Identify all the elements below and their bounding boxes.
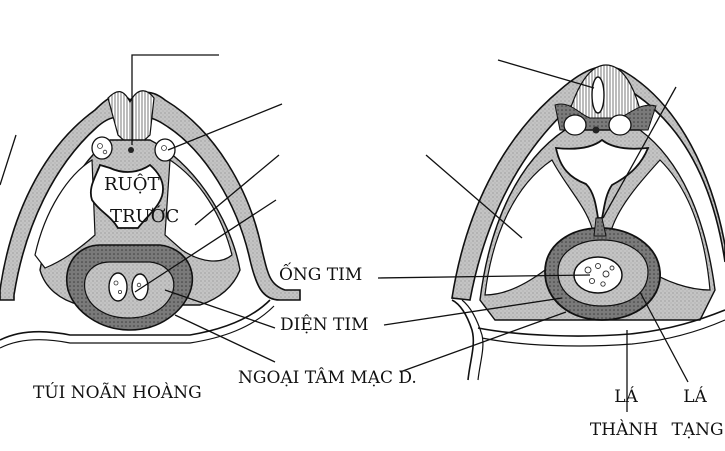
left-foregut [89,163,164,229]
left-heart-tube-right [131,273,149,301]
left-heart-inner [83,261,175,319]
label-ruot-truoc-line1: RUỘT [104,174,160,195]
right-coelom-left [484,159,593,296]
right-embryo-section [377,59,725,412]
right-somatopleure [451,299,475,381]
left-coelom-left [34,158,96,269]
right-splanchnopleure [477,309,725,337]
label-la-tang-line2: TẠNG [671,420,724,440]
left-yolk-sac-wall [0,299,271,341]
label-ngoai-tam-mac: NGOẠI TÂM MẠC D. [238,368,417,388]
left-coelom-right [164,158,233,262]
label-dien-tim: DIỆN TIM [280,315,369,335]
left-pointer-lines [0,54,283,363]
label-la-tang-line1: LÁ [683,387,707,407]
label-la-thanh-line1: LÁ [614,387,638,407]
label-tui-noan-hoang: TÚI NOÃN HOÀNG [33,383,202,403]
right-neural-canal [591,76,605,114]
right-body-wall [451,65,725,301]
left-embryo-section [0,54,301,363]
right-foregut [554,138,650,219]
right-aorta-left [563,114,587,136]
label-ruot-truoc-line2: TRƯỚC [110,206,180,227]
left-heart-tube-left [108,272,128,302]
right-aorta-right [608,114,632,136]
label-la-thanh-line2: THÀNH [589,420,659,440]
label-ong-tim: ỐNG TIM [279,265,363,285]
right-pointer-lines [377,59,689,412]
